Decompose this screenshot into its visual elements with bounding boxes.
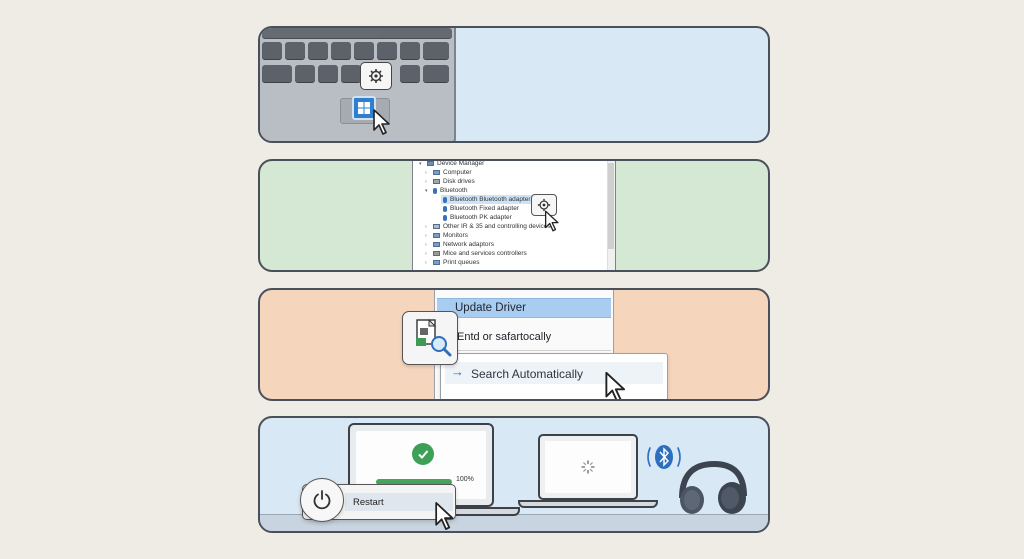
tree-item-bluetooth-fixed[interactable]: Bluetooth Fixed adapter — [443, 205, 519, 212]
bluetooth-icon — [443, 214, 447, 221]
chevron-right-icon: › — [425, 232, 427, 239]
tree-item-mice[interactable]: › Mice and services controllers — [425, 250, 527, 257]
bluetooth-icon — [647, 445, 681, 469]
tree-item-bluetooth-adapter-selected[interactable]: Bluetooth Bluetooth adapter — [443, 196, 531, 203]
tree-item-computer[interactable]: › Computer — [425, 169, 472, 176]
keyboard-key — [331, 42, 351, 59]
mouse-pointer-icon — [544, 210, 559, 232]
printer-icon — [433, 260, 440, 265]
laptop-restarting — [538, 434, 638, 500]
chevron-right-icon: › — [425, 250, 427, 257]
menu-separator — [435, 350, 611, 351]
selection-highlight — [441, 195, 539, 204]
keyboard-key — [285, 42, 305, 59]
tree-item-bluetooth[interactable]: ▾ Bluetooth — [425, 187, 467, 194]
tree-item-print-queues[interactable]: › Print queues — [425, 259, 480, 266]
mouse-pointer-icon — [435, 502, 454, 530]
bluetooth-icon — [433, 187, 437, 194]
restart-button[interactable]: Restart — [353, 497, 384, 508]
keyboard-key — [354, 42, 374, 59]
mouse-pointer-icon — [373, 109, 390, 135]
progress-percent: 100% — [456, 476, 474, 483]
laptop-screen — [545, 441, 631, 493]
tree-item-bluetooth-pk[interactable]: Bluetooth PK adapter — [443, 214, 512, 221]
tree-item-other-devices[interactable]: › Other IR & 35 and controlling devices — [425, 223, 551, 230]
spinner-icon — [581, 460, 595, 474]
keyboard-key — [423, 65, 449, 82]
windows-logo-icon[interactable] — [352, 96, 376, 120]
tree-item-monitors[interactable]: › Monitors — [425, 232, 468, 239]
chevron-down-icon: ▾ — [425, 187, 428, 194]
keyboard-key — [262, 42, 282, 59]
tree-item-label: Bluetooth PK adapter — [450, 214, 512, 221]
tree-item-label: Other IR & 35 and controlling devices — [443, 223, 551, 230]
keyboard-key — [295, 65, 315, 82]
tree-item-label: Mice and services controllers — [443, 250, 527, 257]
scrollbar[interactable] — [607, 161, 615, 270]
keyboard-key — [423, 42, 449, 59]
checkmark-icon — [412, 443, 434, 465]
keyboard-key — [262, 65, 292, 82]
computer-icon — [433, 170, 440, 175]
chevron-right-icon: › — [425, 169, 427, 176]
headphones-icon — [679, 460, 747, 514]
device-manager-title: ▾ Device Manager — [419, 160, 485, 167]
tree-item-label: Print queues — [443, 259, 480, 266]
network-icon — [433, 242, 440, 247]
chevron-right-icon: › — [425, 259, 427, 266]
step-update-driver-panel: Update Driver Entd or safartocally → Sea… — [258, 288, 770, 401]
settings-gear-icon[interactable] — [531, 194, 557, 216]
tree-item-label: Monitors — [443, 232, 468, 239]
laptop-keyboard — [260, 28, 456, 141]
chevron-right-icon: › — [425, 178, 427, 185]
tree-item-label: Disk drives — [443, 178, 475, 185]
update-driver-menu-item[interactable]: Update Driver — [455, 302, 526, 314]
keyboard-key — [400, 65, 420, 82]
tree-item-label: Bluetooth Fixed adapter — [450, 205, 520, 212]
tree-item-network[interactable]: › Network adaptors — [425, 241, 494, 248]
restart-highlight — [345, 493, 453, 511]
settings-gear-icon — [360, 62, 392, 90]
update-progress-bar — [376, 479, 452, 485]
search-automatically-label: Search Automatically — [471, 367, 584, 381]
mouse-pointer-icon — [605, 371, 626, 399]
step-open-start-panel — [258, 26, 770, 143]
bluetooth-icon — [443, 196, 447, 203]
tree-item-disk-drives[interactable]: › Disk drives — [425, 178, 475, 185]
device-icon — [433, 224, 440, 229]
chevron-right-icon: › — [425, 223, 427, 230]
keyboard-key — [308, 42, 328, 59]
arrow-right-icon: → — [451, 364, 464, 379]
monitor-icon — [433, 233, 440, 238]
menu-item-highlight — [437, 298, 611, 318]
keyboard-key-row — [262, 28, 452, 38]
power-icon[interactable] — [300, 478, 344, 522]
keyboard-key — [318, 65, 338, 82]
step-restart-panel: 100% Restart — [258, 416, 770, 533]
search-automatically-option[interactable]: → Search Automatically — [440, 353, 668, 399]
secondary-menu-item[interactable]: Entd or safartocally — [457, 331, 552, 343]
progress-fill — [376, 479, 452, 485]
keyboard-key — [341, 65, 361, 82]
driver-search-icon — [402, 311, 458, 365]
disk-icon — [433, 179, 440, 184]
tree-item-label: Bluetooth Bluetooth adapter — [450, 196, 531, 203]
chevron-right-icon: › — [425, 241, 427, 248]
device-manager-window: ▾ Device Manager ›Computer ›Disk drives … — [412, 160, 616, 270]
tree-item-label: Bluetooth — [440, 187, 468, 194]
device-manager-title-text: Device Manager — [437, 160, 485, 167]
step-device-manager-panel: ▾ Device Manager ›Computer ›Disk drives … — [258, 159, 770, 272]
tree-item-label: Computer — [443, 169, 472, 176]
computer-icon — [427, 161, 434, 166]
scrollbar-thumb[interactable] — [608, 163, 614, 249]
mouse-icon — [433, 251, 440, 256]
bluetooth-icon — [443, 205, 447, 212]
keyboard-key — [377, 42, 397, 59]
chevron-down-icon: ▾ — [419, 160, 422, 167]
laptop-base — [518, 500, 658, 508]
tree-item-label: Network adaptors — [443, 241, 494, 248]
keyboard-key — [400, 42, 420, 59]
